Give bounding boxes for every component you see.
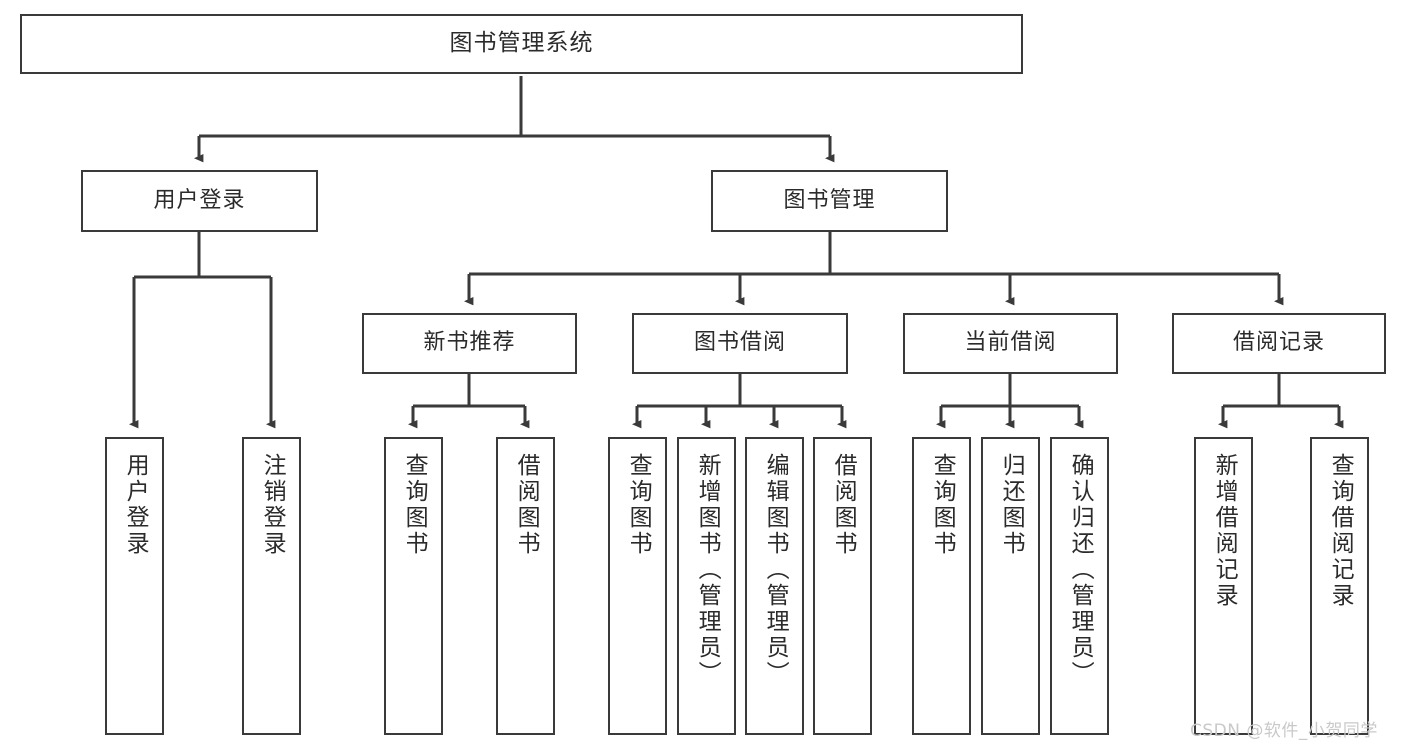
node-root-book-management-system[interactable]: 图书管理系统: [20, 14, 1023, 74]
node-leaf-add-record[interactable]: 新增借阅记录: [1194, 437, 1253, 735]
node-book-management[interactable]: 图书管理: [711, 170, 948, 232]
node-leaf-user-logout[interactable]: 注销登录: [242, 437, 301, 735]
node-leaf-add-record-label: 新增借阅记录: [1211, 453, 1238, 609]
node-leaf-query-book-3-label: 查询图书: [929, 453, 956, 557]
node-leaf-query-record[interactable]: 查询借阅记录: [1310, 437, 1369, 735]
node-leaf-borrow-book-2-label: 借阅图书: [830, 453, 857, 557]
node-new-book-recommend-label: 新书推荐: [423, 330, 516, 356]
node-leaf-query-book-2[interactable]: 查询图书: [608, 437, 667, 735]
node-new-book-recommend[interactable]: 新书推荐: [362, 313, 577, 374]
node-current-borrow-label: 当前借阅: [964, 330, 1057, 356]
node-leaf-edit-book-label: 编辑图书（管理员）: [762, 453, 789, 687]
node-book-borrow-label: 图书借阅: [693, 330, 786, 356]
node-borrow-record-label: 借阅记录: [1232, 330, 1325, 356]
node-current-borrow[interactable]: 当前借阅: [903, 313, 1118, 374]
node-leaf-borrow-book-2[interactable]: 借阅图书: [813, 437, 872, 735]
node-leaf-edit-book[interactable]: 编辑图书（管理员）: [745, 437, 804, 735]
node-leaf-return-book-label: 归还图书: [998, 453, 1025, 557]
node-leaf-user-login[interactable]: 用户登录: [105, 437, 164, 735]
node-book-management-label: 图书管理: [783, 187, 876, 213]
node-leaf-query-book-3[interactable]: 查询图书: [912, 437, 971, 735]
node-leaf-user-logout-label: 注销登录: [259, 453, 286, 557]
csdn-watermark: CSDN @软件_小贺同学: [1190, 721, 1378, 741]
node-leaf-query-book-2-label: 查询图书: [625, 453, 652, 557]
node-book-borrow[interactable]: 图书借阅: [632, 313, 848, 374]
node-root-label: 图书管理系统: [449, 30, 594, 57]
node-leaf-confirm-return-label: 确认归还（管理员）: [1067, 453, 1094, 687]
node-leaf-user-login-label: 用户登录: [122, 453, 149, 557]
node-leaf-add-book[interactable]: 新增图书（管理员）: [677, 437, 736, 735]
node-user-login[interactable]: 用户登录: [81, 170, 318, 232]
node-leaf-return-book[interactable]: 归还图书: [981, 437, 1040, 735]
node-leaf-query-book-1[interactable]: 查询图书: [384, 437, 443, 735]
node-leaf-borrow-book-1[interactable]: 借阅图书: [496, 437, 555, 735]
node-leaf-confirm-return[interactable]: 确认归还（管理员）: [1050, 437, 1109, 735]
node-borrow-record[interactable]: 借阅记录: [1172, 313, 1386, 374]
node-leaf-borrow-book-1-label: 借阅图书: [513, 453, 540, 557]
node-leaf-add-book-label: 新增图书（管理员）: [694, 453, 721, 687]
node-user-login-label: 用户登录: [153, 187, 246, 213]
node-leaf-query-record-label: 查询借阅记录: [1327, 453, 1354, 609]
node-leaf-query-book-1-label: 查询图书: [401, 453, 428, 557]
